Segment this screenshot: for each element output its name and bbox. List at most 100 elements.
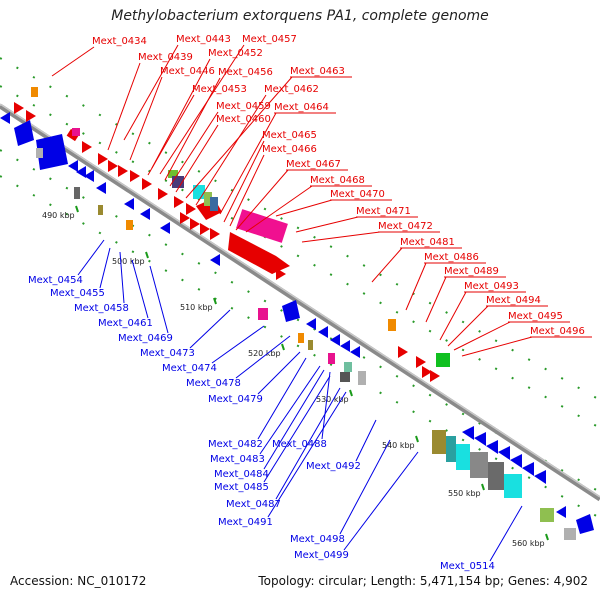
gene-box[interactable]	[72, 128, 80, 136]
gene-box[interactable]	[446, 436, 456, 462]
reverse-gene-label[interactable]: Mext_0514	[440, 561, 495, 572]
forward-gene-label[interactable]: Mext_0463	[290, 66, 345, 77]
gene-box[interactable]	[36, 148, 43, 158]
gene-box[interactable]	[540, 508, 554, 522]
gene-arrow[interactable]	[340, 340, 350, 352]
forward-gene-label[interactable]: Mext_0470	[330, 189, 385, 200]
forward-gene-label[interactable]: Mext_0486	[424, 252, 479, 263]
gene-arrow[interactable]	[84, 170, 94, 182]
reverse-gene-label[interactable]: Mext_0482	[208, 439, 263, 450]
gene-arrow[interactable]	[262, 256, 272, 268]
reverse-gene-label[interactable]: Mext_0487	[226, 499, 281, 510]
gene-arrow[interactable]	[180, 212, 190, 224]
gene-arrow[interactable]	[350, 346, 360, 358]
gene-box[interactable]	[204, 192, 212, 206]
forward-gene-label[interactable]: Mext_0452	[208, 48, 263, 59]
gene-box[interactable]	[31, 87, 38, 97]
gene-box[interactable]	[210, 197, 218, 211]
gene-box[interactable]	[432, 430, 446, 454]
reverse-gene-label[interactable]: Mext_0483	[210, 454, 265, 465]
gene-arrow[interactable]	[186, 203, 196, 215]
gene-arrow[interactable]	[96, 182, 106, 194]
forward-gene-label[interactable]: Mext_0493	[464, 281, 519, 292]
gene-box[interactable]	[340, 372, 350, 382]
gene-box[interactable]	[126, 220, 133, 230]
reverse-gene-label[interactable]: Mext_0484	[214, 469, 269, 480]
gene-arrow[interactable]	[160, 222, 170, 234]
gene-arrow[interactable]	[474, 432, 486, 446]
gene-arrow[interactable]	[140, 208, 150, 220]
gene-arrow[interactable]	[522, 462, 534, 476]
gene-arrow[interactable]	[0, 112, 10, 124]
forward-gene-label[interactable]: Mext_0495	[508, 311, 563, 322]
gene-box[interactable]	[258, 308, 268, 320]
gene-arrow[interactable]	[330, 334, 340, 346]
gene-arrow[interactable]	[556, 506, 566, 518]
gene-arrow[interactable]	[158, 188, 168, 200]
gene-arrow[interactable]	[124, 198, 134, 210]
forward-gene-label[interactable]: Mext_0456	[218, 67, 273, 78]
forward-gene-label[interactable]: Mext_0460	[216, 114, 271, 125]
reverse-gene-label[interactable]: Mext_0478	[186, 378, 241, 389]
gene-arrow[interactable]	[210, 254, 220, 266]
forward-gene-label[interactable]: Mext_0472	[378, 221, 433, 232]
gene-box[interactable]	[488, 462, 504, 490]
forward-gene-label[interactable]: Mext_0464	[274, 102, 329, 113]
gene-arrow[interactable]	[142, 178, 152, 190]
gene-box[interactable]	[236, 209, 288, 243]
gene-box[interactable]	[388, 319, 396, 331]
gene-box[interactable]	[74, 187, 80, 199]
reverse-gene-label[interactable]: Mext_0473	[140, 348, 195, 359]
forward-gene-label[interactable]: Mext_0471	[356, 206, 411, 217]
gene-arrow[interactable]	[14, 120, 34, 146]
gene-arrow[interactable]	[510, 454, 522, 468]
gene-arrow[interactable]	[130, 170, 140, 182]
gene-box[interactable]	[564, 528, 576, 540]
gene-arrow[interactable]	[174, 196, 184, 208]
forward-gene-label[interactable]: Mext_0494	[486, 295, 541, 306]
gene-box[interactable]	[456, 444, 470, 470]
gene-box[interactable]	[436, 353, 450, 367]
reverse-gene-label[interactable]: Mext_0458	[74, 303, 129, 314]
gene-arrow[interactable]	[498, 446, 510, 460]
forward-gene-label[interactable]: Mext_0443	[176, 34, 231, 45]
reverse-gene-label[interactable]: Mext_0474	[162, 363, 217, 374]
gene-arrow[interactable]	[534, 470, 546, 484]
gene-arrow[interactable]	[200, 223, 210, 235]
gene-box[interactable]	[298, 333, 304, 343]
reverse-gene-label[interactable]: Mext_0469	[118, 333, 173, 344]
gene-arrow[interactable]	[318, 326, 328, 338]
gene-arrow[interactable]	[14, 102, 24, 114]
gene-arrow[interactable]	[82, 141, 92, 153]
forward-gene-label[interactable]: Mext_0459	[216, 101, 271, 112]
gene-box[interactable]	[308, 340, 313, 350]
forward-gene-label[interactable]: Mext_0457	[242, 34, 297, 45]
forward-gene-label[interactable]: Mext_0462	[264, 84, 319, 95]
gene-arrow[interactable]	[190, 218, 200, 230]
gene-box[interactable]	[470, 452, 488, 478]
gene-arrow[interactable]	[416, 356, 426, 368]
gene-arrow[interactable]	[76, 166, 86, 178]
reverse-gene-label[interactable]: Mext_0491	[218, 517, 273, 528]
gene-arrow[interactable]	[98, 153, 108, 165]
forward-gene-label[interactable]: Mext_0434	[92, 36, 147, 47]
gene-arrow[interactable]	[210, 228, 220, 240]
gene-arrow[interactable]	[282, 300, 300, 322]
gene-arrow[interactable]	[108, 160, 118, 172]
gene-arrow[interactable]	[430, 370, 440, 382]
reverse-gene-label[interactable]: Mext_0488	[272, 439, 327, 450]
reverse-gene-label[interactable]: Mext_0498	[290, 534, 345, 545]
gene-arrow[interactable]	[68, 160, 78, 172]
gene-arrow[interactable]	[486, 440, 498, 454]
reverse-gene-label[interactable]: Mext_0492	[306, 461, 361, 472]
reverse-gene-label[interactable]: Mext_0455	[50, 288, 105, 299]
forward-gene-label[interactable]: Mext_0468	[310, 175, 365, 186]
gene-box[interactable]	[358, 371, 366, 385]
gene-box[interactable]	[328, 353, 335, 364]
reverse-gene-label[interactable]: Mext_0461	[98, 318, 153, 329]
reverse-gene-label[interactable]: Mext_0479	[208, 394, 263, 405]
gene-arrow[interactable]	[576, 514, 594, 534]
gene-arrow[interactable]	[306, 318, 316, 330]
forward-gene-label[interactable]: Mext_0489	[444, 266, 499, 277]
gene-box[interactable]	[504, 474, 522, 498]
